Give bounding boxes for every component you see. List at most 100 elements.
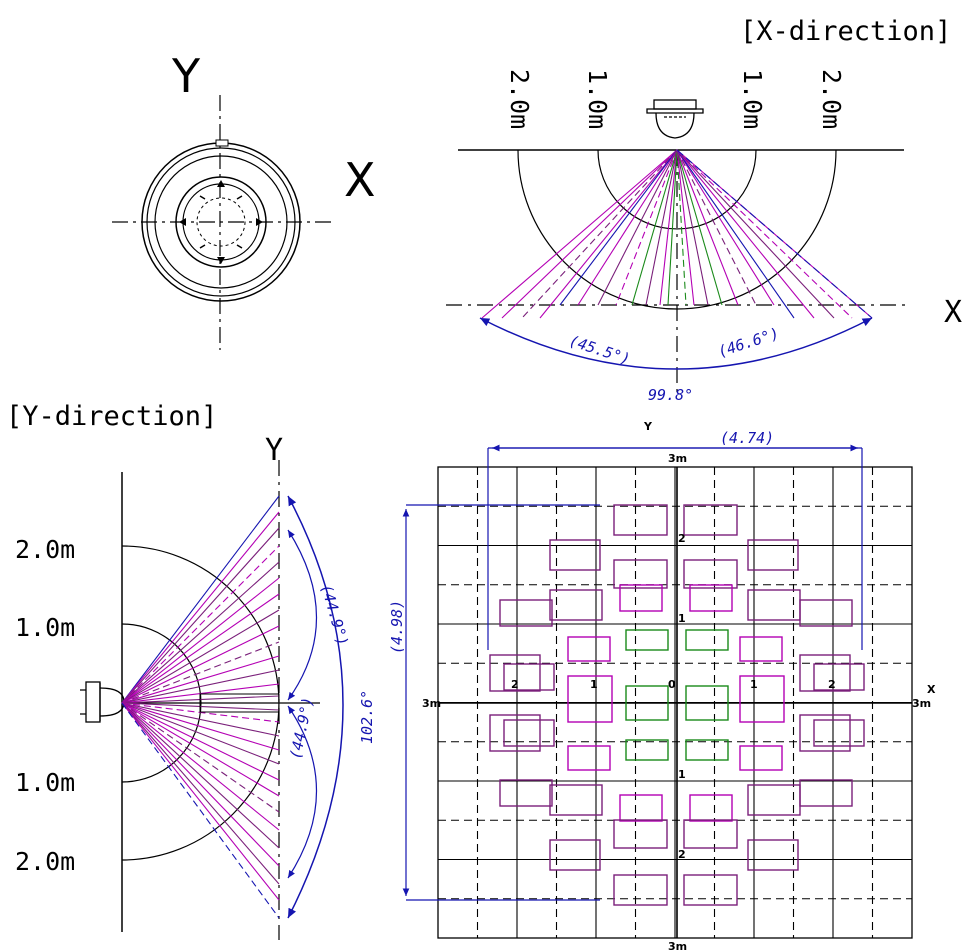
x-beam-line	[676, 149, 739, 306]
y-beam-line	[121, 702, 280, 765]
zone-rect	[503, 719, 555, 747]
grid-height-label: (4.98)	[388, 600, 406, 654]
grid-tick-top: 3m	[668, 452, 687, 465]
zone-rect	[549, 839, 601, 871]
y-beam-line	[121, 609, 280, 704]
zone-rect	[683, 559, 738, 589]
grid-y-tick-top-2: 2	[678, 532, 686, 545]
zone-rect	[799, 714, 851, 752]
x-dist-label-right-2: 2.0m	[817, 69, 846, 129]
y-beam-line	[121, 527, 280, 704]
detection-zone-rects	[489, 504, 865, 906]
zone-rect	[489, 714, 541, 752]
y-beam-line	[121, 545, 280, 704]
grid-x-tick-left-2: 2	[511, 678, 519, 691]
sensor-y-label: Y	[171, 49, 201, 103]
y-direction-view: [Y-direction] Y 2.0m 1.0m 1.0m 2.0m (44.…	[6, 401, 376, 940]
zone-rect	[739, 636, 783, 662]
zone-rect	[625, 629, 669, 651]
y-direction-axis-label: Y	[265, 433, 283, 468]
x-direction-title: [X-direction]	[740, 16, 951, 47]
x-angle-left-label: (45.5°)	[567, 332, 633, 369]
zone-rect	[685, 629, 729, 651]
x-beam-line	[539, 149, 678, 319]
y-beam-line	[121, 625, 280, 704]
y-angle-lower-label: (44.9°)	[286, 695, 317, 761]
y-dist-label-top-2: 2.0m	[15, 535, 75, 564]
zone-rect	[499, 779, 553, 807]
y-dist-label-bottom-1: 1.0m	[15, 768, 75, 797]
y-beam-line	[121, 702, 280, 813]
x-beam-line	[521, 149, 678, 319]
x-beam-line	[676, 149, 795, 319]
zone-rect	[613, 504, 668, 536]
zone-rect	[625, 739, 669, 761]
x-beam-line	[676, 149, 695, 306]
coverage-grid: (4.74) (4.98) Y X 3m 3m 3m 3m 2 1 0 1 2 …	[388, 420, 936, 952]
zone-rect	[567, 636, 611, 662]
y-angle-upper-label: (44.9°)	[317, 582, 352, 648]
zone-rect	[619, 584, 663, 612]
y-beam-line	[121, 702, 280, 781]
x-beam-line	[676, 149, 687, 306]
zone-rect	[549, 784, 603, 816]
x-beam-line	[667, 149, 678, 306]
y-beam-line	[121, 702, 280, 849]
zone-rect	[747, 589, 801, 621]
zone-rect	[799, 654, 851, 692]
grid-x-tick-right-2: 2	[828, 678, 836, 691]
zone-rect	[613, 559, 668, 589]
sensor-top-view: Y X	[112, 49, 376, 350]
zone-rect	[619, 794, 663, 822]
x-beam-line	[577, 149, 678, 306]
x-dist-label-left-1: 1.0m	[583, 69, 612, 129]
grid-tick-left: 3m	[422, 697, 441, 710]
zone-rect	[625, 685, 669, 721]
y-beam-line	[121, 702, 280, 831]
y-beam-line	[121, 702, 280, 797]
x-detection-beams	[481, 149, 873, 319]
y-angle-total-label: 102.6°	[358, 690, 376, 744]
zone-rect	[683, 504, 738, 536]
zone-rect	[685, 739, 729, 761]
y-beam-line	[121, 495, 280, 704]
grid-right-axis-label: X	[927, 683, 936, 696]
zone-rect	[549, 539, 601, 571]
x-beam-line	[676, 149, 723, 306]
zone-rect	[689, 584, 733, 612]
zone-rect	[739, 675, 785, 723]
grid-x-tick-left-1: 1	[590, 678, 598, 691]
y-beam-center-block	[199, 693, 280, 713]
grid-lines	[437, 466, 913, 939]
zone-rect	[747, 784, 801, 816]
grid-y-tick-top-1: 1	[678, 612, 686, 625]
zone-rect	[747, 839, 799, 871]
zone-rect	[813, 663, 865, 691]
y-beam-line	[121, 702, 280, 737]
x-beam-line	[676, 149, 775, 306]
grid-x-tick-right-1: 1	[750, 678, 758, 691]
x-beam-line	[481, 149, 678, 319]
zone-rect	[613, 819, 668, 849]
x-dist-label-left-2: 2.0m	[505, 69, 534, 129]
grid-y-tick-bottom-1: 1	[678, 768, 686, 781]
zone-rect	[739, 745, 783, 771]
x-beam-line	[501, 149, 678, 319]
zone-rect	[499, 599, 553, 627]
y-direction-title: [Y-direction]	[6, 401, 217, 432]
zone-rect	[799, 599, 853, 627]
x-direction-axis-label: X	[944, 295, 962, 330]
y-beam-line	[121, 655, 280, 704]
zone-rect	[813, 719, 865, 747]
y-beam-line	[121, 702, 280, 885]
x-angle-right-label: (46.6°)	[716, 324, 782, 361]
zone-rect	[489, 654, 541, 692]
zone-rect	[683, 819, 738, 849]
zone-rect	[747, 539, 799, 571]
x-beam-line	[676, 149, 853, 319]
y-beam-line	[121, 702, 280, 751]
x-beam-line	[676, 149, 709, 306]
x-direction-view: [X-direction] 2.0m 1.0m 1.0m 2.0m (45.5°…	[446, 16, 962, 404]
y-beam-line	[121, 577, 280, 704]
